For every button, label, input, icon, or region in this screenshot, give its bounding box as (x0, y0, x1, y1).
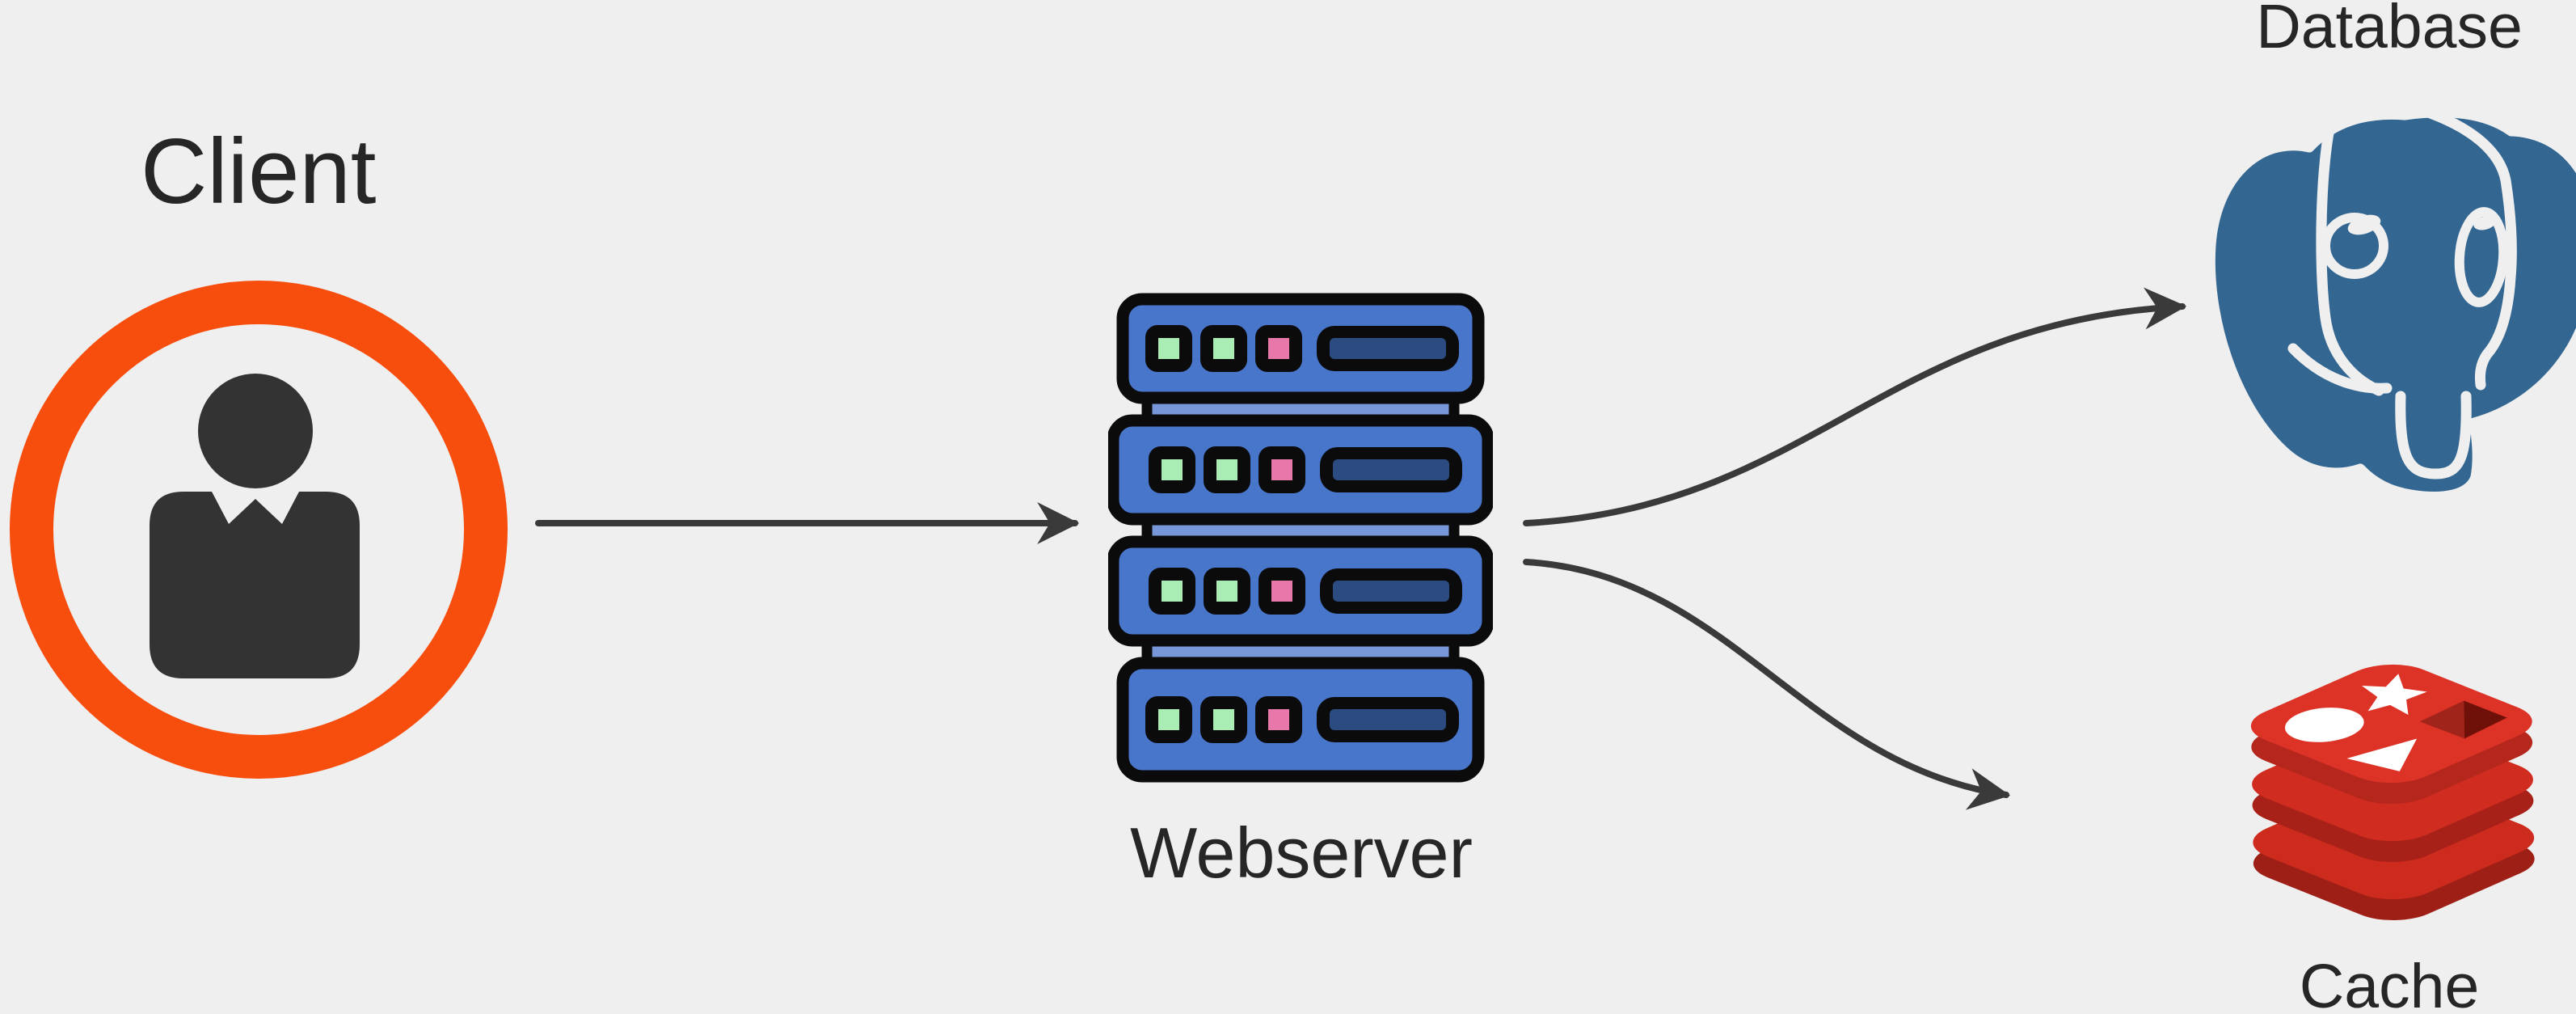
server-unit-3 (1108, 535, 1493, 647)
redis-hole-shape (2419, 700, 2507, 739)
client-ring (10, 281, 508, 779)
right-eye (2454, 207, 2509, 307)
left-ear-line (2316, 112, 2384, 396)
client-label: Client (141, 120, 377, 223)
server-unit-2 (1108, 414, 1493, 526)
elephant-silhouette (2204, 107, 2576, 502)
elephant (2204, 107, 2576, 502)
trunk-inner-line (2395, 391, 2472, 480)
right-ear-line (2425, 108, 2517, 391)
webserver-icon (1108, 293, 1493, 783)
redis-top-shapes (2284, 674, 2507, 771)
server-unit-4 (1116, 657, 1485, 783)
redis-star-shape (2361, 674, 2427, 715)
left-eye-highlight (2347, 214, 2381, 235)
client-person-icon (10, 281, 508, 779)
webserver-label: Webserver (1130, 813, 1473, 893)
redis-cache-icon (2250, 664, 2535, 921)
right-eye-highlight (2473, 216, 2496, 230)
webserver-to-cache-arrow (1523, 559, 2011, 810)
server-unit-1 (1116, 293, 1485, 404)
left-eye (2321, 213, 2388, 279)
database-label: Database (2256, 0, 2523, 61)
webserver-to-database-arrow (1523, 287, 2187, 526)
cache-label: Cache (2299, 952, 2480, 1014)
postgresql-elephant-icon (2204, 107, 2576, 502)
person-body (150, 492, 360, 678)
redis-triangle-shape (2346, 738, 2418, 771)
redis-stack (2250, 664, 2535, 921)
person-head (198, 374, 313, 488)
leg-line (2287, 343, 2393, 394)
redis-circle-shape (2284, 708, 2364, 742)
